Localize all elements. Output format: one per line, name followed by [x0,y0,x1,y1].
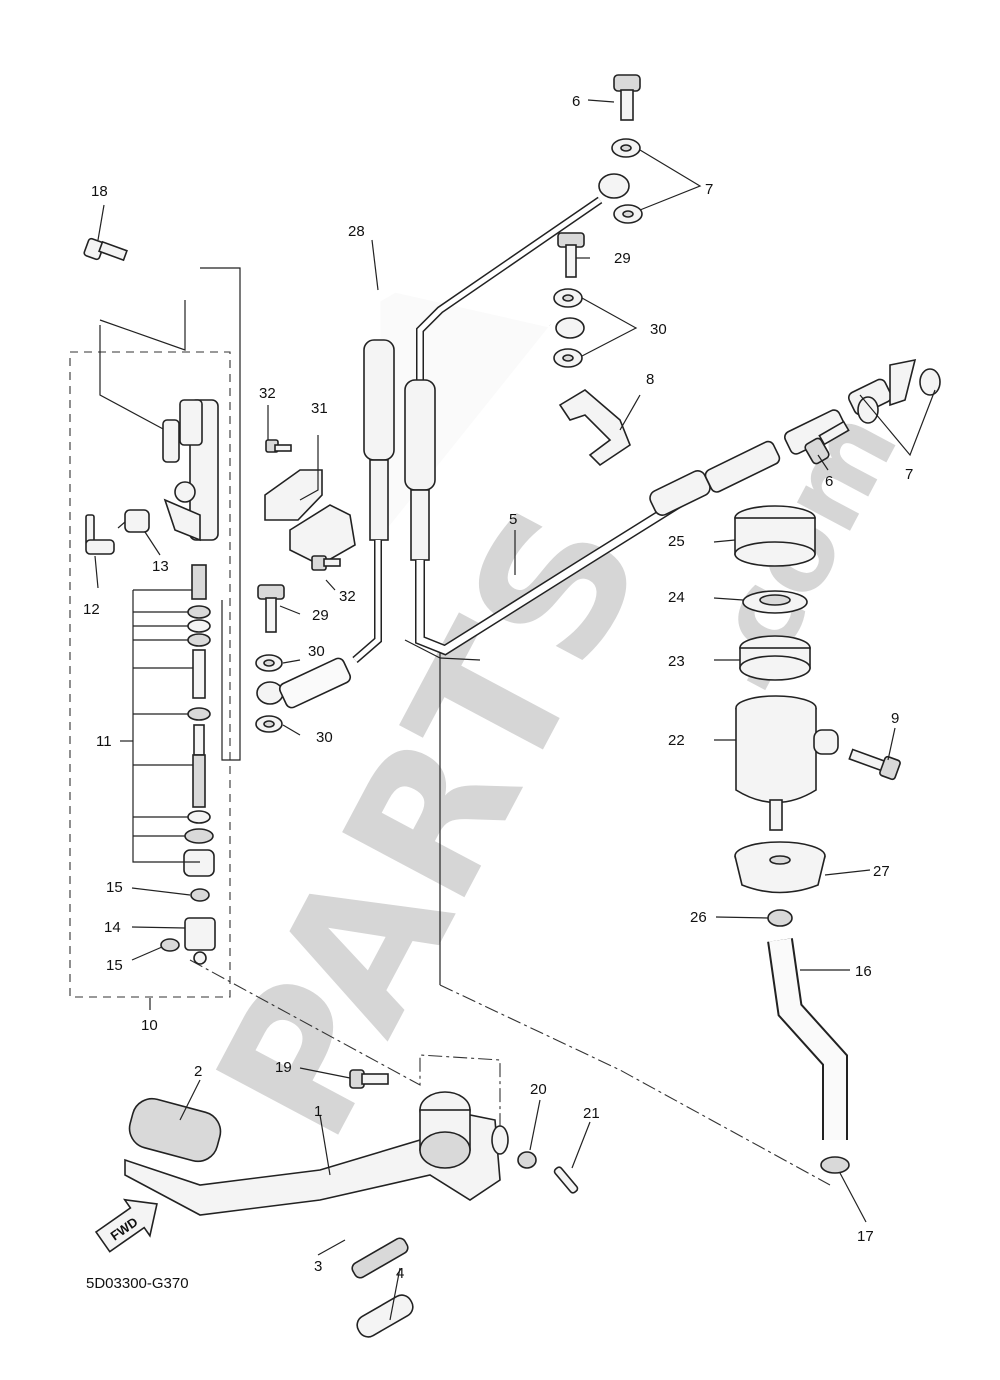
callout-25: 25 [668,533,685,550]
callout-18: 18 [91,183,108,200]
diaphragm-23 [739,635,811,681]
pin-4 [356,1294,414,1338]
callout-11: 11 [96,733,112,750]
diagram-code: 5D03300-G370 [86,1275,189,1292]
piston-kit-11 [132,564,215,877]
callout-6-right: 6 [825,473,833,490]
washer-30-lower-b [255,715,283,733]
bolt-18 [83,237,128,262]
callout-7-top: 7 [705,181,713,198]
callout-23: 23 [668,653,685,670]
brake-pedal-1 [124,1091,509,1216]
fitting-13 [117,509,150,533]
pedal-rubber-2 [128,1097,222,1163]
leader-lines [94,99,936,1321]
clevis-14 [184,917,216,965]
nut-15b [160,938,180,952]
callout-10: 10 [141,1017,158,1034]
washer-7-top-b [613,204,643,224]
callout-7-right: 7 [905,466,913,483]
clamp-8 [558,389,631,467]
callout-2: 2 [194,1063,202,1080]
washer-20 [517,1151,537,1169]
callout-30-lower-b: 30 [316,729,333,746]
callout-20: 20 [530,1081,547,1098]
master-cylinder-body [162,399,219,542]
washer-7-top-a [611,138,641,158]
washer-30-lower-a [255,654,283,672]
callout-24: 24 [668,589,685,606]
cotter-pin-21 [553,1166,579,1194]
brake-hose-upper [404,173,630,561]
nut-15a [190,888,210,902]
banjo-lower [256,657,352,709]
reservoir-hose-16 [767,938,848,1140]
callout-16: 16 [855,963,872,980]
clip-26 [767,909,793,927]
plate-24 [742,590,808,614]
callout-29-top: 29 [614,250,631,267]
bracket-31 [264,469,356,566]
bolt-6-top [613,74,641,121]
callout-labels: 1 2 3 4 5 6 6 7 7 8 9 10 11 12 13 14 15 … [83,93,913,1282]
callout-1: 1 [314,1103,322,1120]
callout-26: 26 [690,909,707,926]
bolt-6-right [804,420,850,465]
callout-30-top: 30 [650,321,667,338]
bolt-9 [848,748,901,781]
callout-4: 4 [396,1265,404,1282]
callout-15-upper: 15 [106,879,123,896]
callout-13: 13 [152,558,169,575]
callout-31: 31 [311,400,328,417]
callout-14: 14 [104,919,121,936]
cap-25 [734,505,816,567]
callout-29-lower: 29 [312,607,329,624]
callout-30-lower-a: 30 [308,643,325,660]
callout-3: 3 [314,1258,322,1275]
callout-8: 8 [646,371,654,388]
callout-32-lower: 32 [339,588,356,605]
callout-5: 5 [509,511,517,528]
bolt-32b [311,555,341,571]
callout-27: 27 [873,863,890,880]
callout-32-upper: 32 [259,385,276,402]
bolt-29-top [557,232,585,278]
callout-6-top: 6 [572,93,580,110]
watermark-text: PARTS [175,473,686,1171]
cover-27 [734,841,826,894]
guide-lines [99,267,831,1186]
callout-17: 17 [857,1228,874,1245]
callout-15-lower: 15 [106,957,123,974]
master-cylinder-assembly-boundary [69,351,231,998]
washer-7-right-b [919,368,941,396]
bolt-32a [265,439,292,453]
spring-3 [351,1237,409,1279]
bolt-29-lower [257,584,285,633]
callout-22: 22 [668,732,685,749]
callout-28: 28 [348,223,365,240]
forward-arrow-icon: FWD [94,1198,158,1253]
callout-21: 21 [583,1105,600,1122]
reservoir-22 [735,695,839,831]
callout-9: 9 [891,710,899,727]
bolt-19 [349,1069,389,1089]
clip-17 [820,1156,850,1174]
washer-30-top-a [553,288,583,308]
callout-12: 12 [83,601,100,618]
callout-19: 19 [275,1059,292,1076]
washer-7-right-a [857,396,879,424]
washer-30-top-b [553,348,583,368]
fitting-12 [85,514,115,555]
